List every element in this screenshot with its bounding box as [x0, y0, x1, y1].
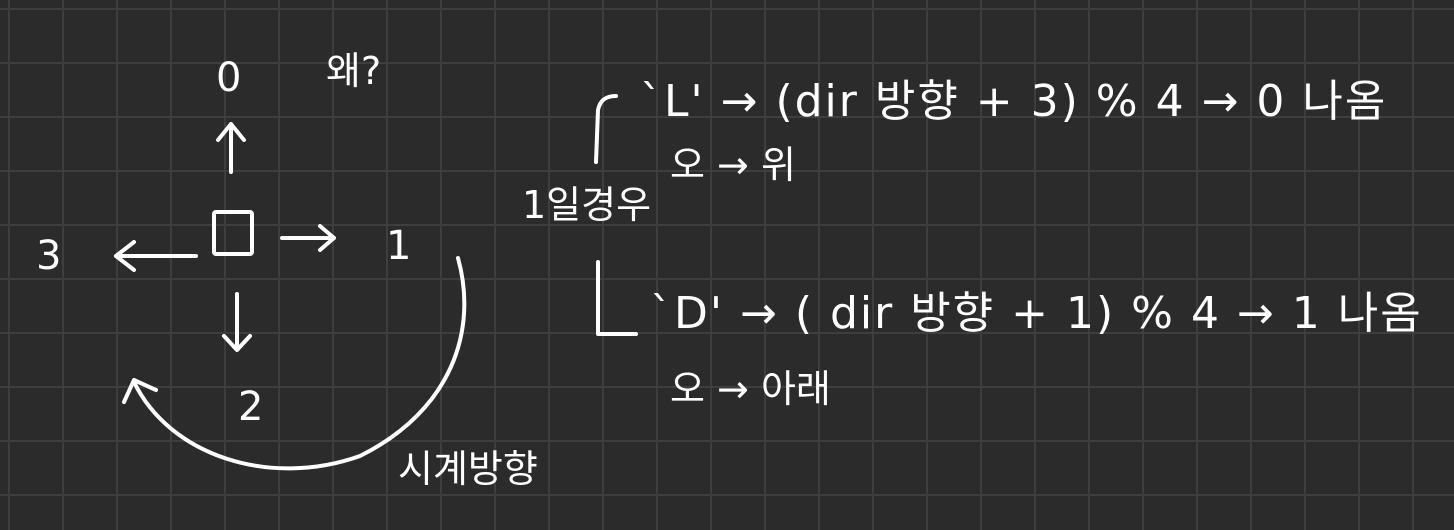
question-text: 왜? [326, 49, 382, 93]
bracket-bottom [596, 260, 638, 336]
direction-label-down: 2 [238, 384, 264, 430]
center-square [212, 210, 254, 256]
clockwise-curve-arrow [122, 256, 467, 471]
left-arrow [114, 240, 198, 272]
rule-d-formula: `D' → ( dir 방향 + 1) % 4 → 1 나옴 [650, 288, 1423, 339]
rule-l-formula: `L' → (dir 방향 + 3) % 4 → 0 나옴 [640, 76, 1388, 127]
direction-label-up: 0 [216, 55, 242, 101]
rule-d-note: 오 → 아래 [670, 367, 831, 411]
rule-l-note: 오 → 위 [670, 143, 796, 187]
direction-label-left: 3 [36, 233, 62, 279]
direction-label-right: 1 [386, 223, 412, 269]
bracket-top [594, 94, 618, 164]
down-arrow [222, 292, 252, 352]
clockwise-label: 시계방향 [398, 447, 538, 491]
case-label: 1일경우 [522, 183, 652, 227]
up-arrow [216, 122, 246, 174]
right-arrow [280, 224, 336, 252]
